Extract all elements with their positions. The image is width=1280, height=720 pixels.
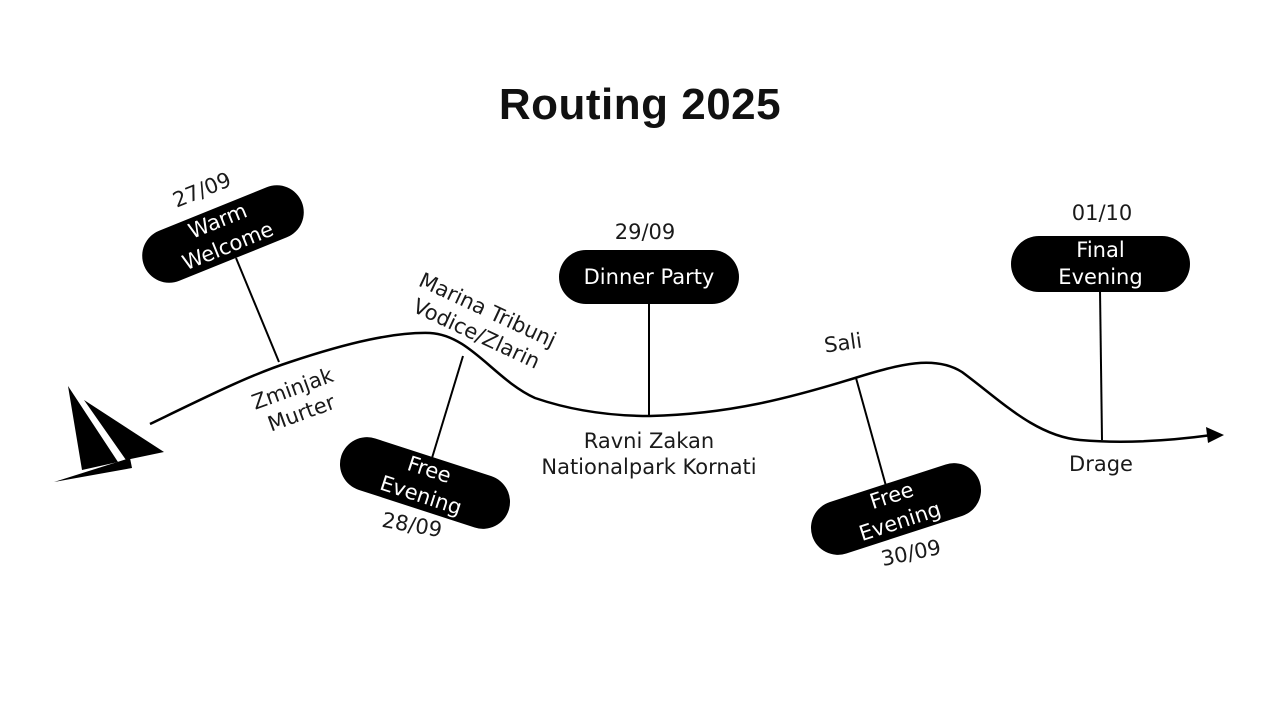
page-title: Routing 2025 <box>498 80 782 129</box>
event-pill-dinner-party: Dinner Party <box>559 250 739 304</box>
connector-warm-welcome <box>235 257 280 363</box>
stop-label-ravni: Ravni Zakan Nationalpark Kornati <box>541 428 756 480</box>
event-date-dinner-party: 29/09 <box>614 220 676 244</box>
sailboat-main-sail <box>68 386 118 470</box>
event-label-dinner-party: Dinner Party <box>583 264 715 289</box>
connector-final-evening <box>1099 289 1103 441</box>
connector-free-evening-2 <box>855 377 887 487</box>
event-pill-final-evening: Final Evening <box>1011 236 1190 292</box>
stop-label-sali: Sali <box>822 328 864 358</box>
sailboat-hull <box>54 458 132 482</box>
sailboat-icon <box>54 386 164 482</box>
stop-name-nationalpark-kornati: Nationalpark Kornati <box>541 455 757 479</box>
sailboat-jib-sail <box>84 400 164 460</box>
connector-free-evening-1 <box>431 355 464 459</box>
arrowhead-icon <box>1206 427 1224 443</box>
stop-name-ravni-zakan: Ravni Zakan <box>583 429 715 453</box>
event-date-final-evening: 01/10 <box>1071 201 1133 225</box>
event-label-final-evening: Final Evening <box>1058 238 1143 289</box>
route-line <box>149 331 1213 443</box>
stop-label-drage: Drage <box>1069 452 1133 476</box>
